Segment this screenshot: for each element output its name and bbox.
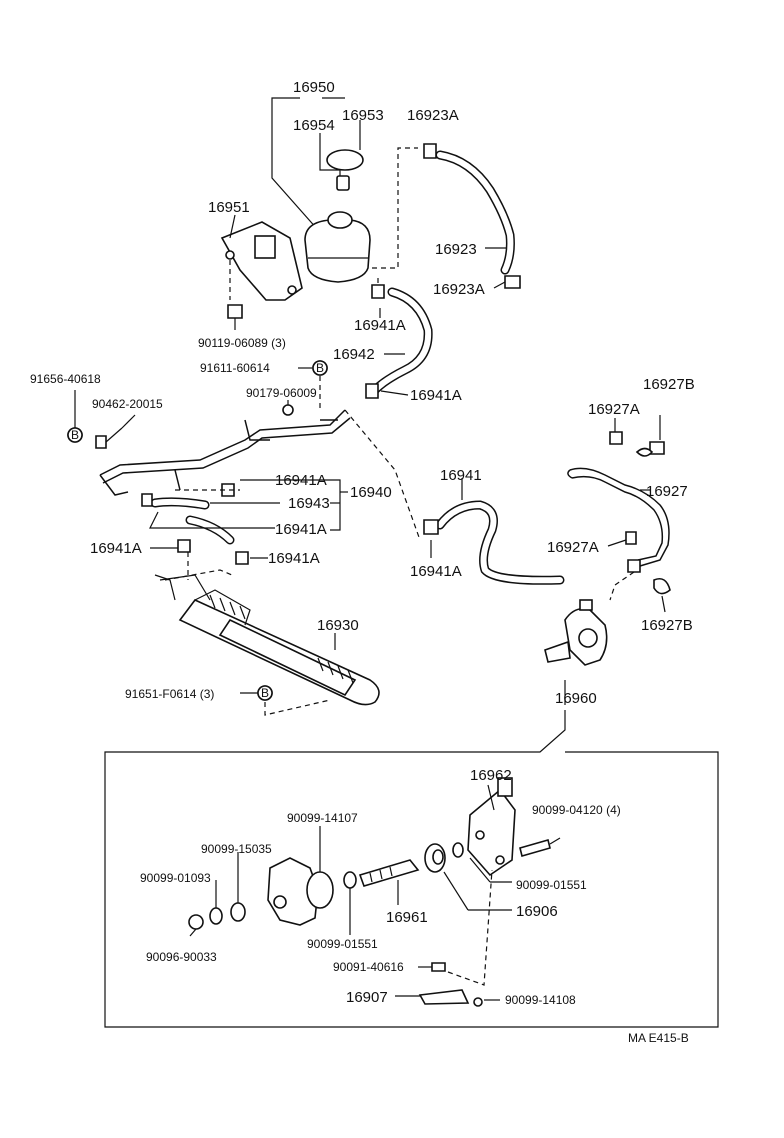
- bolt-90119: [227, 304, 243, 319]
- clamp-16941A-b: [365, 383, 379, 399]
- label-16950: 16950: [293, 79, 335, 96]
- label-16962: 16962: [470, 767, 512, 784]
- callout-b-2: B: [71, 428, 79, 442]
- reservoir-cap: [326, 149, 364, 171]
- label-90462: 90462-20015: [92, 397, 163, 411]
- label-16923A-top: 16923A: [407, 107, 459, 124]
- label-90099-14108: 90099-14108: [505, 993, 576, 1007]
- label-16923A-bot: 16923A: [433, 281, 485, 298]
- label-16927B-bot: 16927B: [641, 617, 693, 634]
- callout-letters: B B B: [67, 360, 328, 701]
- snap-ring-90096: [188, 914, 204, 930]
- label-90099-14107: 90099-14107: [287, 811, 358, 825]
- label-16941A-b: 16941A: [410, 387, 462, 404]
- return-hose-16941: [423, 478, 565, 585]
- label-16927A-mid: 16927A: [547, 539, 599, 556]
- label-91651: 91651-F0614 (3): [125, 687, 214, 701]
- label-16961: 16961: [386, 909, 428, 926]
- cooler-tube-16927: [567, 415, 671, 613]
- label-16923: 16923: [435, 241, 477, 258]
- union-16907: [418, 989, 470, 1005]
- shaft-16961: [358, 859, 420, 887]
- label-16960: 16960: [555, 690, 597, 707]
- label-16941A-left: 16941A: [90, 540, 142, 557]
- label-91611: 91611-60614: [200, 361, 270, 375]
- label-16953: 16953: [342, 107, 384, 124]
- hose-16923: [423, 143, 521, 289]
- oring-90099-01551-l: [343, 871, 357, 889]
- part-labels: 16950 16954 16953 16923A 16951 16923 169…: [30, 79, 695, 1045]
- label-16941A-d: 16941A: [275, 521, 327, 538]
- label-90119: 90119-06089 (3): [198, 336, 286, 350]
- label-16954: 16954: [293, 117, 335, 134]
- cover-16962: [467, 788, 516, 877]
- label-90099-01093: 90099-01093: [140, 871, 211, 885]
- label-16907: 16907: [346, 989, 388, 1006]
- label-16906: 16906: [516, 903, 558, 920]
- label-91656: 91656-40618: [30, 372, 101, 386]
- bolt-16927A: [609, 431, 623, 445]
- pump-assembly-16960: [104, 599, 719, 1028]
- label-90099-04120: 90099-04120 (4): [532, 803, 621, 817]
- label-16941A-c: 16941A: [275, 472, 327, 489]
- callout-b-3: B: [261, 686, 269, 700]
- label-16941A-f: 16941A: [410, 563, 462, 580]
- label-90091-40616: 90091-40616: [333, 960, 404, 974]
- callout-b-1: B: [316, 361, 324, 375]
- label-16941A-e: 16941A: [268, 550, 320, 567]
- cap-strainer: [336, 175, 350, 191]
- oring-90099-14107: [306, 871, 334, 909]
- label-16941: 16941: [440, 467, 482, 484]
- reservoir-group: [220, 97, 418, 330]
- steering-gear-16930: [154, 569, 380, 716]
- label-16927: 16927: [646, 483, 688, 500]
- label-16927A-top: 16927A: [588, 401, 640, 418]
- label-16927B-top: 16927B: [643, 376, 695, 393]
- clamp-16941A-reservoir: [371, 284, 385, 299]
- pump-exploded-view: [188, 777, 561, 1007]
- label-16941A-res: 16941A: [354, 317, 406, 334]
- label-16943: 16943: [288, 495, 330, 512]
- label-90099-01551-l: 90099-01551: [307, 937, 378, 951]
- label-90099-15035: 90099-15035: [201, 842, 272, 856]
- label-16940: 16940: [350, 484, 392, 501]
- label-16930: 16930: [317, 617, 359, 634]
- hose-16942: [365, 287, 433, 399]
- label-16942: 16942: [333, 346, 375, 363]
- seal-90099-01093: [209, 907, 223, 925]
- label-16951: 16951: [208, 199, 250, 216]
- label-90179: 90179-06009: [246, 386, 317, 400]
- label-90096-90033: 90096-90033: [146, 950, 217, 964]
- bearing-90099-15035: [230, 902, 246, 922]
- reservoir-tank: [304, 219, 371, 283]
- label-90099-01551-r: 90099-01551: [516, 878, 587, 892]
- diagram-id: MA E415-B: [628, 1031, 689, 1045]
